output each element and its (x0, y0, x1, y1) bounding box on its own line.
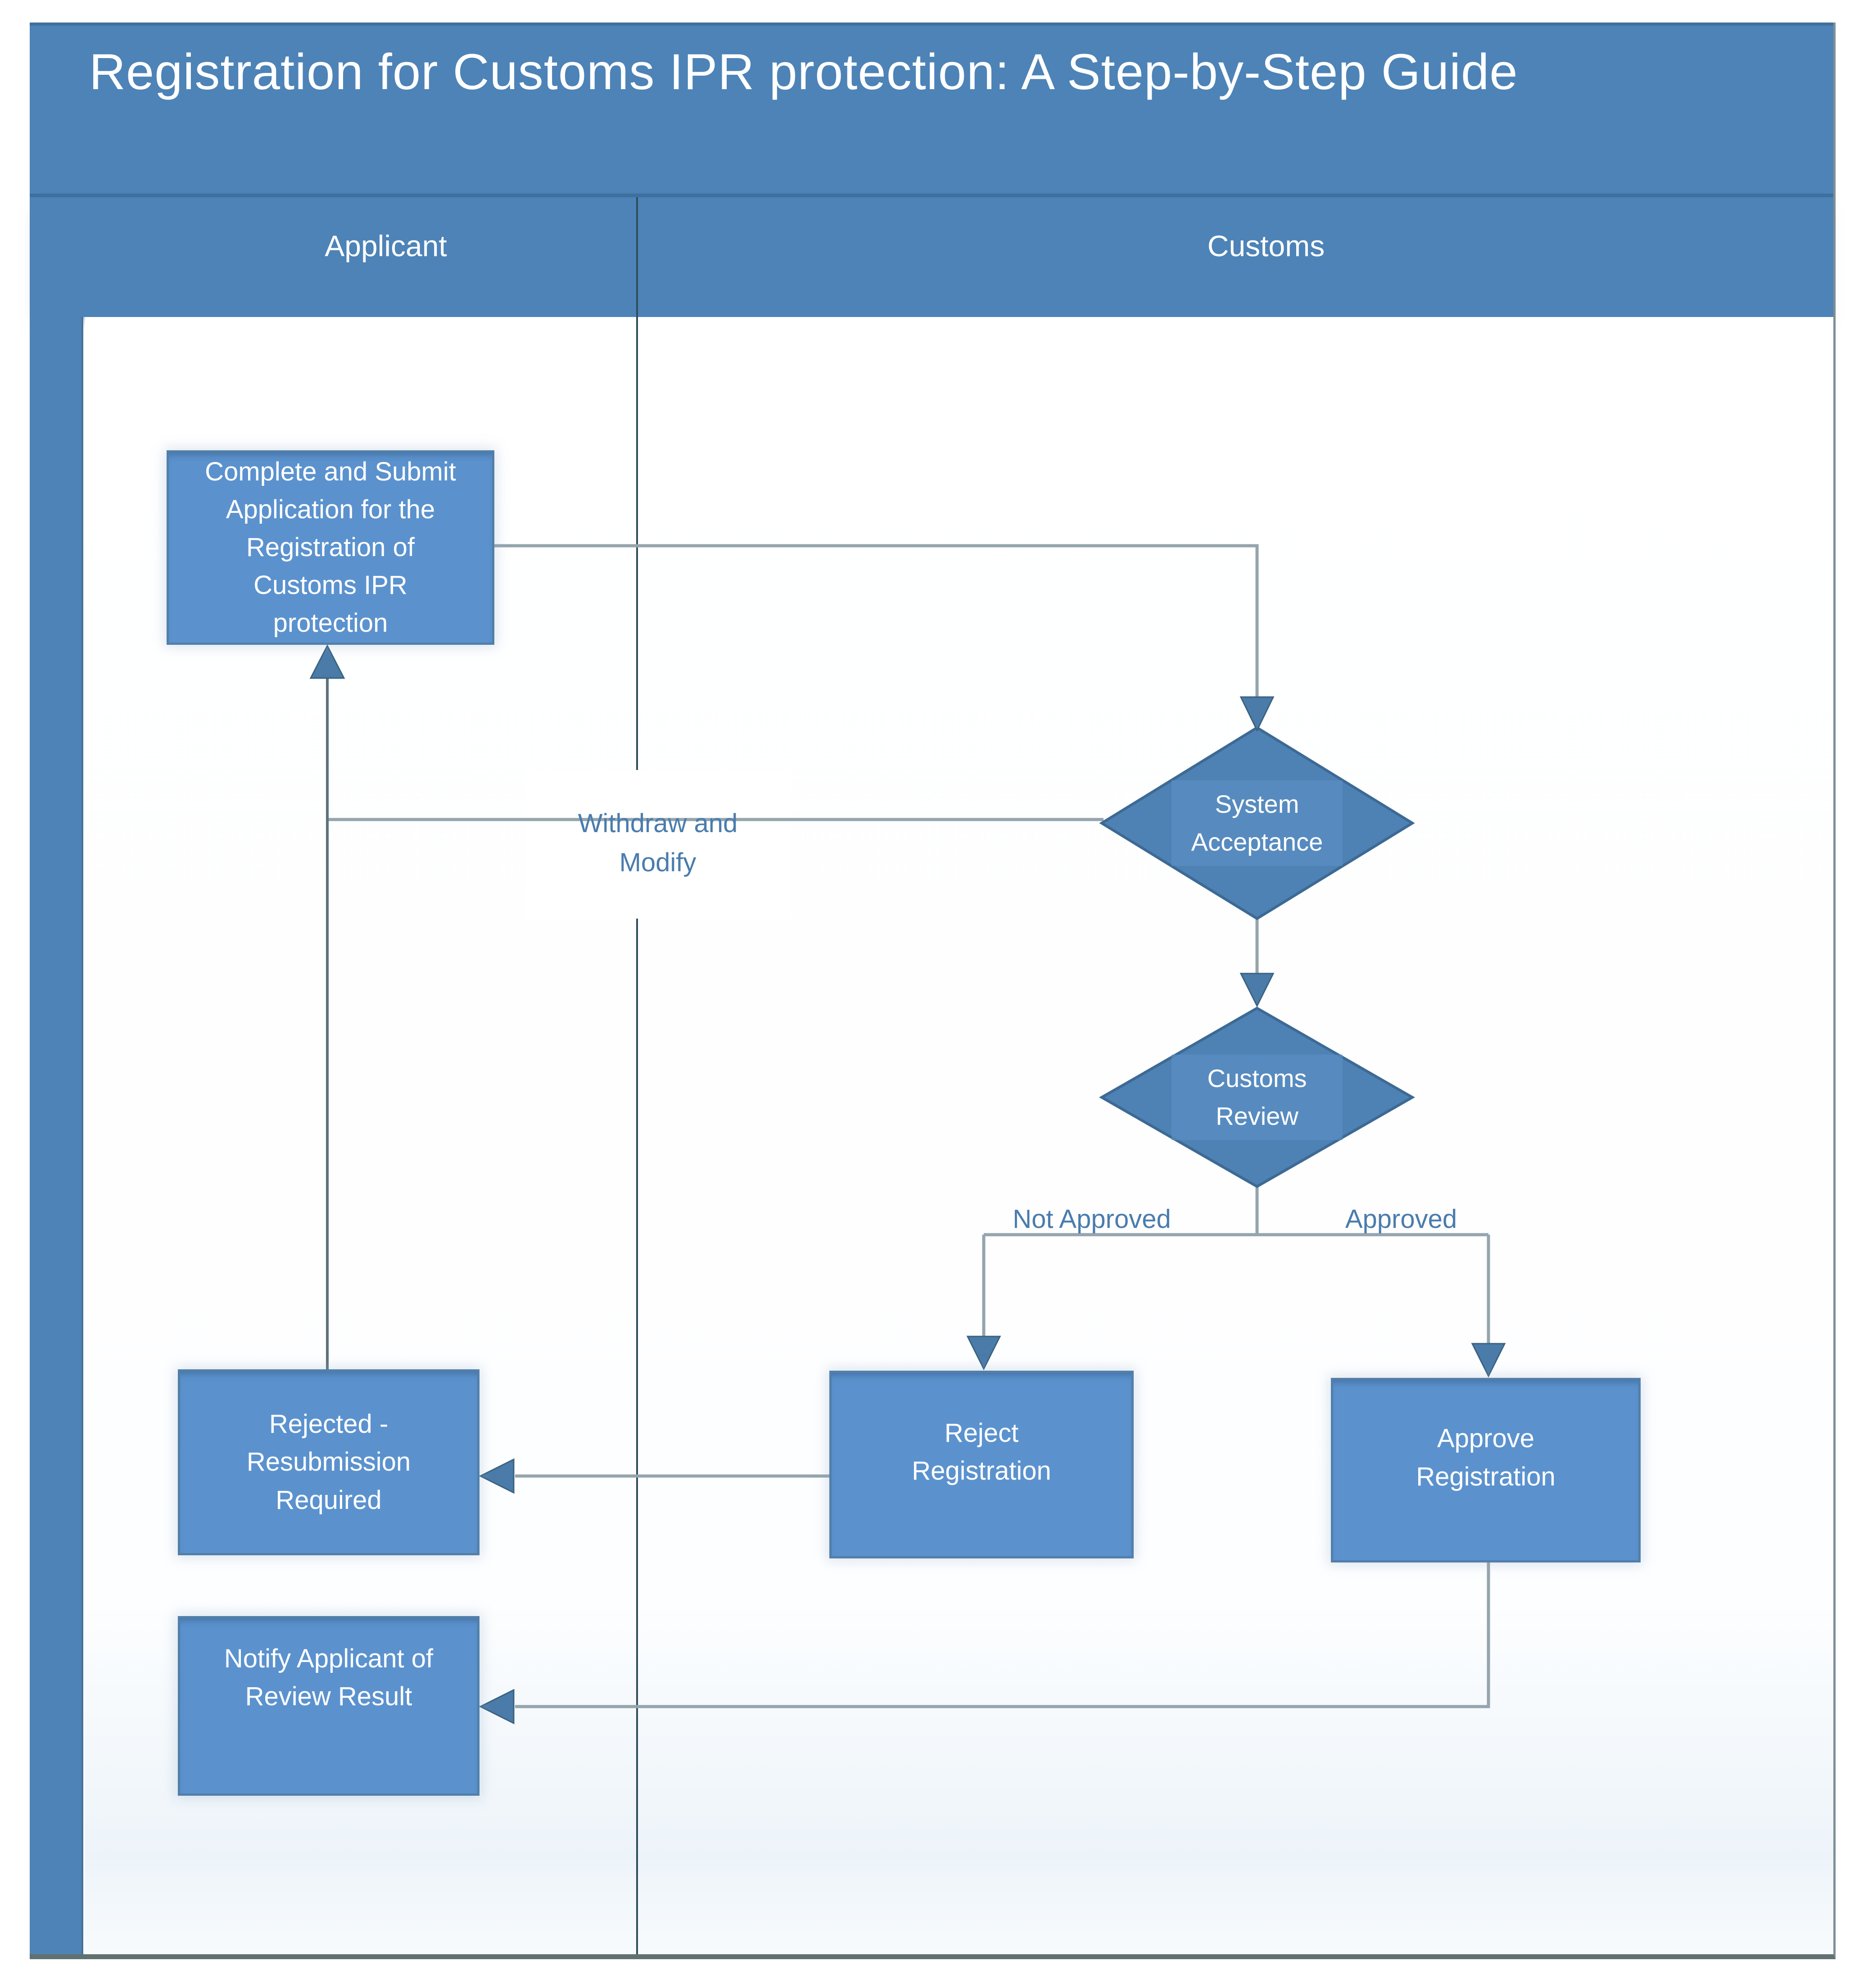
arrowhead-into-rejected-resubmission (479, 1458, 515, 1494)
process-notify-applicant: Notify Applicant of Review Result (178, 1616, 479, 1796)
decision-system-acceptance-label: System Acceptance (1191, 790, 1323, 856)
arrowhead-into-notify-applicant (479, 1689, 515, 1725)
arrowhead-into-customs-review (1239, 973, 1275, 1008)
connector-complete-to-system-acceptance (494, 544, 1259, 698)
lane-label-applicant: Applicant (325, 229, 447, 263)
connector-approve-to-notify (515, 1562, 1490, 1708)
process-rejected-resubmission-required: Rejected - Resubmission Required (178, 1369, 479, 1555)
flowchart-card: Registration for Customs IPR protection:… (30, 23, 1836, 1959)
connectors-layer (309, 544, 1506, 1725)
decision-customs-review-label-plate (1171, 1055, 1343, 1140)
arrowhead-into-approve-registration (1471, 1343, 1506, 1378)
lane-divider (636, 197, 638, 1954)
arrowhead-into-reject-registration (966, 1336, 1001, 1371)
connector-review-branches (982, 1186, 1490, 1345)
arrowhead-into-system-acceptance (1239, 696, 1275, 732)
process-reject-registration: Reject Registration (829, 1371, 1134, 1558)
left-sidebar-strip (30, 317, 83, 1954)
withdraw-label-backdrop (525, 770, 791, 919)
decision-customs-review-label: Customs Review (1207, 1064, 1307, 1130)
title-bar: Registration for Customs IPR protection:… (30, 23, 1833, 194)
process-approve-registration: Approve Registration (1331, 1378, 1641, 1562)
process-complete-application: Complete and Submit Application for the … (167, 450, 494, 645)
swimlane-header-band (30, 194, 1833, 317)
arrowhead-into-complete-application (309, 644, 345, 679)
edge-label-not-approved: Not Approved (1013, 1204, 1171, 1234)
page-title: Registration for Customs IPR protection:… (89, 44, 1518, 100)
edge-label-withdraw-and-modify: Withdraw and Modify (578, 809, 738, 877)
lane-label-customs: Customs (1207, 229, 1325, 263)
edge-label-approved: Approved (1345, 1204, 1457, 1234)
decision-system-acceptance-label-plate (1171, 780, 1343, 866)
